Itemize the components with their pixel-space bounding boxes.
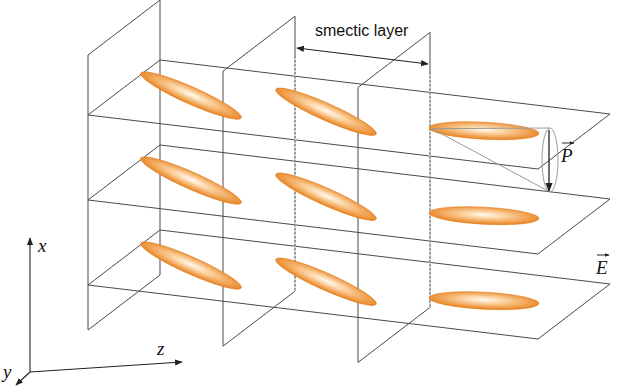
cone-line: [432, 128, 550, 130]
smectic-layer-plane: [358, 32, 430, 362]
molecule: [272, 252, 379, 312]
molecule: [429, 119, 540, 142]
vector-arrow: [597, 255, 609, 256]
axis: [16, 372, 30, 385]
vector-arrow: [562, 143, 574, 144]
axis-label: y: [3, 362, 11, 383]
cone-base: [542, 128, 558, 192]
molecule: [137, 235, 244, 295]
axis: [30, 362, 182, 372]
molecule: [429, 289, 540, 312]
layer-label: smectic layer: [315, 22, 408, 40]
molecule: [137, 65, 244, 125]
vector-label: E: [596, 258, 608, 279]
axis: [29, 238, 30, 372]
molecule: [272, 82, 379, 142]
hidden-edge-mask: [429, 72, 430, 307]
horizontal-plane: [88, 230, 610, 339]
axis-label: z: [157, 339, 164, 360]
molecule: [429, 204, 540, 227]
axis-label: x: [38, 236, 46, 257]
cone-line: [432, 129, 550, 192]
layer-spacing-arrow: [297, 48, 428, 64]
molecule: [137, 150, 244, 210]
molecule: [272, 167, 379, 227]
hidden-edge: [430, 72, 431, 307]
vector-label: P: [561, 146, 573, 167]
polarization-arrow: [548, 130, 549, 191]
